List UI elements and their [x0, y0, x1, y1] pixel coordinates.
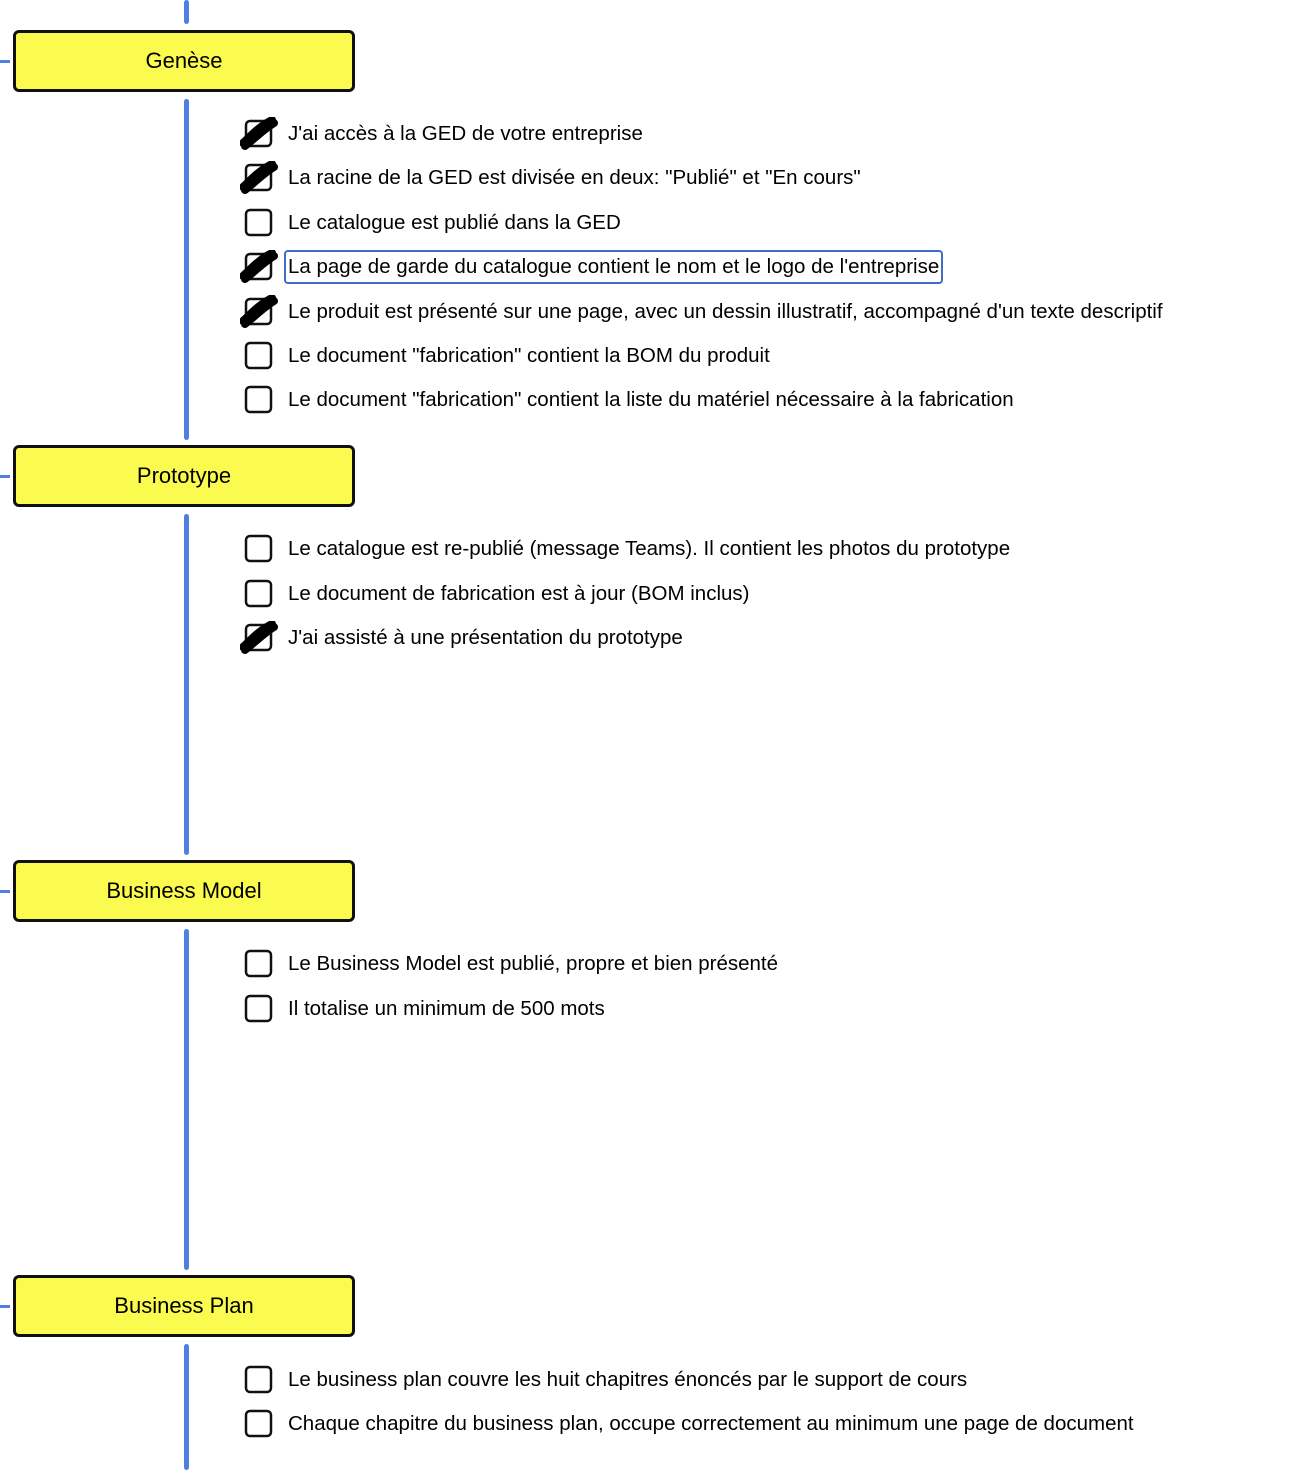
timeline-line — [184, 1344, 189, 1470]
checklist-item-label: Le business plan couvre les huit chapitr… — [288, 1368, 968, 1391]
stage-title: Genèse — [145, 48, 223, 73]
checkbox[interactable] — [240, 621, 278, 655]
checklist-item-label: Le document de fabrication est à jour (B… — [288, 582, 750, 605]
unchecked-box-icon — [244, 341, 273, 370]
checked-box-icon — [240, 621, 278, 654]
stage-prototype[interactable]: Prototype — [13, 445, 355, 507]
checkbox[interactable] — [240, 295, 278, 329]
timeline-line — [184, 929, 189, 1270]
checklist-item-label: Le document "fabrication" contient la BO… — [288, 344, 770, 367]
checkbox[interactable] — [240, 1363, 278, 1397]
stage-title: Business Model — [106, 878, 262, 903]
unchecked-box-icon — [244, 1409, 273, 1438]
unchecked-box-icon — [244, 949, 273, 978]
checked-box-icon — [240, 295, 278, 328]
checkbox[interactable] — [240, 339, 278, 373]
stage-title: Business Plan — [114, 1293, 254, 1318]
checklist-item-label: Le document "fabrication" contient la li… — [288, 388, 1014, 411]
unchecked-box-icon — [244, 534, 273, 563]
connector-stub — [0, 890, 10, 893]
checklist-item[interactable]: Chaque chapitre du business plan, occupe… — [240, 1407, 1138, 1441]
checkbox[interactable] — [240, 992, 278, 1026]
timeline-line — [184, 514, 189, 855]
checklist-item-label: Le catalogue est re-publié (message Team… — [288, 537, 1011, 560]
checked-box-icon — [240, 250, 278, 283]
checked-box-icon — [240, 161, 278, 194]
checkbox[interactable] — [240, 161, 278, 195]
stage-business-model[interactable]: Business Model — [13, 860, 355, 922]
checkbox[interactable] — [240, 117, 278, 151]
checked-box-icon — [240, 117, 278, 150]
checklist-item[interactable]: Le document "fabrication" contient la BO… — [240, 339, 774, 373]
checkbox[interactable] — [240, 206, 278, 240]
checklist-item-label: J'ai accès à la GED de votre entreprise — [288, 122, 643, 145]
checklist-item[interactable]: J'ai accès à la GED de votre entreprise — [240, 117, 647, 151]
checklist-item[interactable]: Le Business Model est publié, propre et … — [240, 947, 782, 981]
stage-business-plan[interactable]: Business Plan — [13, 1275, 355, 1337]
unchecked-box-icon — [244, 385, 273, 414]
connector-stub — [0, 1305, 10, 1308]
checkbox[interactable] — [240, 250, 278, 284]
checklist-item[interactable]: Le document "fabrication" contient la li… — [240, 383, 1018, 417]
checklist-item[interactable]: J'ai assisté à une présentation du proto… — [240, 621, 687, 655]
checkbox[interactable] — [240, 383, 278, 417]
checklist-item-label: Le catalogue est publié dans la GED — [288, 211, 621, 234]
checklist-item-label: Il totalise un minimum de 500 mots — [288, 997, 605, 1020]
checkbox[interactable] — [240, 1407, 278, 1441]
checklist-item-label[interactable]: La page de garde du catalogue contient l… — [284, 250, 944, 284]
checklist-item-label: Le Business Model est publié, propre et … — [288, 952, 779, 975]
stage-title: Prototype — [136, 463, 232, 488]
checklist-item[interactable]: Le business plan couvre les huit chapitr… — [240, 1363, 971, 1397]
unchecked-box-icon — [244, 208, 273, 237]
checklist-item-label: Le produit est présenté sur une page, av… — [288, 300, 1163, 323]
timeline-line — [184, 0, 189, 24]
checkbox[interactable] — [240, 577, 278, 611]
checklist-item[interactable]: Le catalogue est publié dans la GED — [240, 206, 625, 240]
checklist-item-label: J'ai assisté à une présentation du proto… — [288, 626, 683, 649]
unchecked-box-icon — [244, 1365, 273, 1394]
checkbox[interactable] — [240, 947, 278, 981]
connector-stub — [0, 475, 10, 478]
checklist-item[interactable]: La page de garde du catalogue contient l… — [240, 250, 944, 284]
checklist-item[interactable]: La racine de la GED est divisée en deux:… — [240, 161, 865, 195]
connector-stub — [0, 60, 10, 63]
checklist-item-label: Chaque chapitre du business plan, occupe… — [288, 1412, 1134, 1435]
timeline-line — [184, 99, 189, 440]
checklist-item[interactable]: Il totalise un minimum de 500 mots — [240, 992, 609, 1026]
checkbox[interactable] — [240, 532, 278, 566]
checklist-item[interactable]: Le produit est présenté sur une page, av… — [240, 295, 1167, 329]
unchecked-box-icon — [244, 579, 273, 608]
checklist-item[interactable]: Le catalogue est re-publié (message Team… — [240, 532, 1014, 566]
unchecked-box-icon — [244, 994, 273, 1023]
stage-genese[interactable]: Genèse — [13, 30, 355, 92]
checklist-item-label: La racine de la GED est divisée en deux:… — [288, 166, 861, 189]
checklist-item[interactable]: Le document de fabrication est à jour (B… — [240, 577, 753, 611]
